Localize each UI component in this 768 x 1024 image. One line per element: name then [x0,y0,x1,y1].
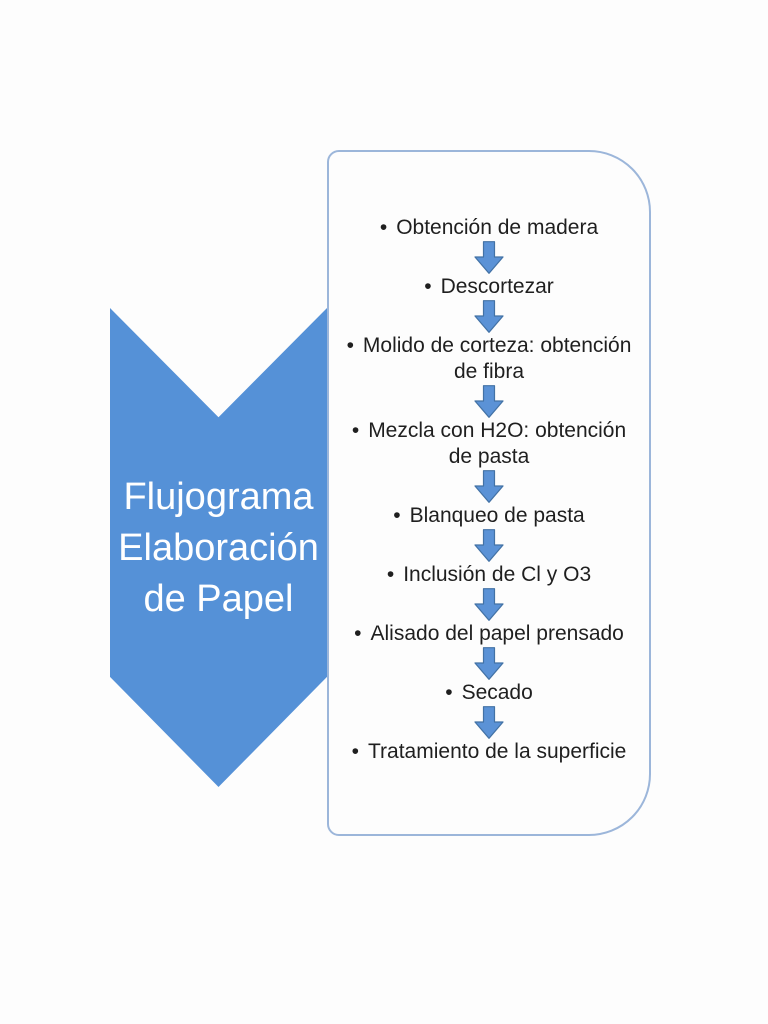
bullet-marker: • [351,419,360,442]
step-label: Secado [461,681,533,704]
flow-step: • Blanqueo de pasta [393,503,585,529]
step-label: Inclusión de Cl y O3 [403,563,592,586]
title-line: Elaboración [118,527,319,569]
title-line: Flujograma [123,476,314,518]
bullet-marker: • [424,275,432,298]
bullet-marker: • [445,681,453,704]
flow-steps-panel: • Obtención de madera • Descortezar • Molid… [327,150,651,836]
flow-step: • Mezcla con H2O: obtención de pasta [352,418,626,470]
step-label: Molido de corteza: obtención [362,334,632,357]
step-label: Tratamiento de la superficie [368,740,627,763]
bullet-marker: • [351,740,359,763]
bullet-marker: • [386,563,395,586]
bullet-marker: • [346,334,354,357]
step-label-continuation: de pasta [448,445,530,468]
down-arrow-icon [474,241,504,274]
step-label: Alisado del papel prensado [370,622,624,645]
flow-step: • Molido de corteza: obtención de fibra [347,333,632,385]
flow-step: • Alisado del papel prensado [354,621,624,647]
down-arrow-icon [474,588,504,621]
title-line: de Papel [143,578,294,620]
step-label: Obtención de madera [396,216,599,239]
step-label-continuation: de fibra [453,360,525,383]
bullet-marker: • [354,622,362,645]
down-arrow-icon [474,385,504,418]
down-arrow-icon [474,300,504,333]
flow-step: • Inclusión de Cl y O3 [387,562,591,588]
bullet-marker: • [379,216,388,239]
down-arrow-icon [474,529,504,562]
flow-step: • Obtención de madera [380,215,598,241]
flow-step: • Descortezar [424,274,554,300]
down-arrow-icon [474,470,504,503]
step-label: Mezcla con H2O: obtención [368,419,627,442]
step-label: Blanqueo de pasta [409,504,585,527]
down-arrow-icon [474,706,504,739]
flow-step: • Secado [445,680,533,706]
diagram-title: Flujograma Elaboración de Papel [110,472,327,625]
bullet-marker: • [393,504,401,527]
step-label: Descortezar [440,275,554,298]
down-arrow-icon [474,647,504,680]
chevron-down-shape: Flujograma Elaboración de Papel [110,308,327,787]
flow-step: • Tratamiento de la superficie [352,739,627,765]
